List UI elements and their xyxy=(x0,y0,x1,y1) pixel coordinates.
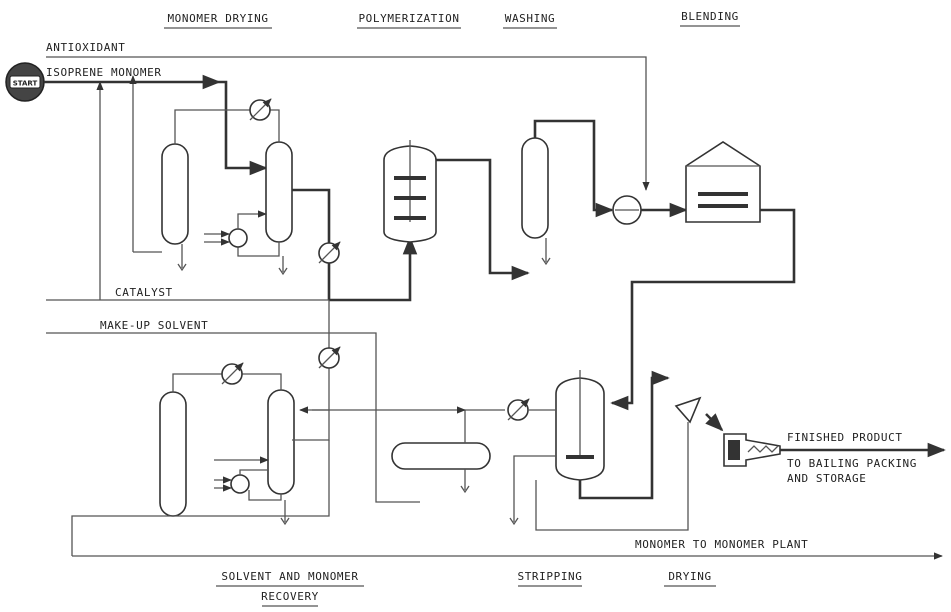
agitator-blade-3 xyxy=(394,216,426,220)
heading-blending: BLENDING xyxy=(681,10,739,23)
tank-to-stripper xyxy=(610,208,796,411)
heading-solvent-recovery-line1: SOLVENT AND MONOMER xyxy=(221,570,358,583)
extruder-head xyxy=(728,440,740,460)
stripper-blade xyxy=(566,455,594,459)
drying-column-1 xyxy=(161,143,189,245)
recovery-side-line xyxy=(292,410,330,441)
blend-plate-2 xyxy=(698,204,748,208)
dryer-return-line xyxy=(535,422,689,531)
to-reactor-line xyxy=(329,236,418,302)
makeup-solvent-line xyxy=(46,332,420,503)
heading-stripping: STRIPPING xyxy=(517,570,582,583)
label-makeup-solvent: MAKE-UP SOLVENT xyxy=(100,319,208,332)
overhead-line xyxy=(174,109,280,144)
washing-unit xyxy=(521,119,614,266)
polymerization-reactor xyxy=(383,140,530,281)
recovery-column-2 xyxy=(267,389,295,495)
decanter-drum xyxy=(391,442,491,470)
start-badge: START xyxy=(5,62,45,102)
dryer-to-extruder xyxy=(705,413,724,432)
recovery-reboiler-loop xyxy=(248,490,282,501)
blend-plate-1 xyxy=(698,192,748,196)
drying-column-2 xyxy=(265,141,293,243)
stripping-unit xyxy=(312,370,670,526)
start-plate xyxy=(9,75,41,89)
blending-unit xyxy=(610,141,796,411)
washing-column xyxy=(521,137,549,239)
start-text: START xyxy=(13,80,38,88)
label-antioxidant: ANTIOXIDANT xyxy=(46,41,125,54)
label-finished-product: FINISHED PRODUCT xyxy=(787,431,903,444)
decanter-top-line xyxy=(464,409,505,443)
section-headings: MONOMER DRYING POLYMERIZATION WASHING BL… xyxy=(164,10,740,607)
label-to-bailing-2: AND STORAGE xyxy=(787,472,866,485)
antioxidant-line xyxy=(46,56,650,191)
drain-2-tip xyxy=(278,267,288,276)
recovery-column-1 xyxy=(159,391,187,517)
label-isoprene-monomer: ISOPRENE MONOMER xyxy=(46,66,162,79)
washed-line xyxy=(533,119,614,218)
solvent-recovery-unit xyxy=(71,346,341,556)
decanter-drain-tip xyxy=(460,485,470,494)
agitator-blade-2 xyxy=(394,196,426,200)
stripper-to-dryer xyxy=(578,370,670,500)
feed-lines xyxy=(44,56,650,300)
drying-unit xyxy=(535,396,946,531)
pump-1 xyxy=(228,228,248,248)
condenser-2-arrow xyxy=(221,362,244,385)
drain-1-tip xyxy=(177,263,187,272)
heading-monomer-drying: MONOMER DRYING xyxy=(167,12,268,25)
monomer-drying-unit xyxy=(161,98,341,300)
heading-drying: DRYING xyxy=(668,570,711,583)
pump-1-discharge xyxy=(237,210,267,229)
label-to-bailing-1: TO BAILING PACKING xyxy=(787,457,917,470)
recovery-bottom-bus xyxy=(71,440,330,556)
agitator-blade-1 xyxy=(394,176,426,180)
label-catalyst: CATALYST xyxy=(115,286,173,299)
heading-polymerization: POLYMERIZATION xyxy=(358,12,459,25)
dryer-hopper xyxy=(674,396,702,424)
washing-drain-tip xyxy=(541,257,551,266)
extruder-screw xyxy=(747,445,779,453)
reactor-outlet-line xyxy=(436,158,530,281)
heading-solvent-recovery-line2: RECOVERY xyxy=(261,590,319,603)
drain-3-tip xyxy=(280,517,290,526)
stripper-steam-line xyxy=(513,455,556,522)
exchanger-1-arrow xyxy=(318,241,341,264)
label-monomer-to-plant: MONOMER TO MONOMER PLANT xyxy=(635,538,808,551)
decanter-unit xyxy=(391,409,505,494)
reboiler-loop xyxy=(237,242,280,257)
blending-tank xyxy=(685,141,761,223)
heading-washing: WASHING xyxy=(505,12,556,25)
condenser-1-arrow xyxy=(249,98,272,121)
isoprene-to-column xyxy=(219,80,268,176)
stripper-drain-tip xyxy=(509,517,519,526)
exchanger-2-arrow xyxy=(318,346,341,369)
exchanger-3-arrow xyxy=(507,398,530,421)
pump-2 xyxy=(230,474,250,494)
pump-2-discharge xyxy=(239,469,268,475)
